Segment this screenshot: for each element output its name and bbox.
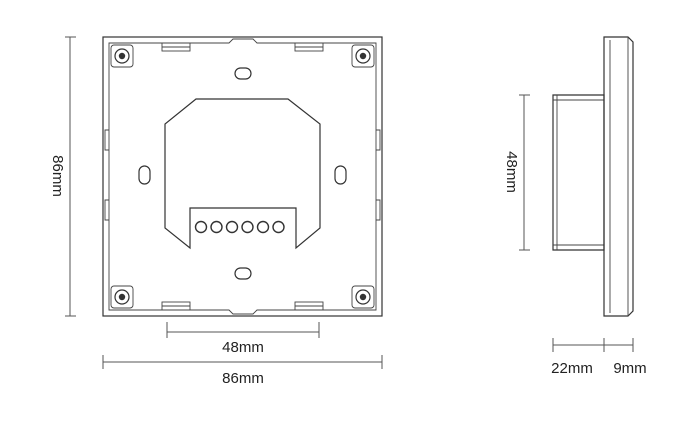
terminal-hole (225, 220, 239, 234)
left-notch-top (104, 129, 109, 151)
side-view (552, 36, 634, 317)
slot-top (234, 67, 252, 80)
outer-frame (102, 36, 383, 317)
corner-screw-top-right (351, 44, 375, 68)
side-plate (603, 36, 634, 317)
right-notch-top (376, 129, 381, 151)
front-dimensions: 86mm 48mm 86mm (49, 36, 383, 387)
inner-width-label: 48mm (222, 339, 264, 356)
side-module-body (552, 94, 605, 251)
terminal-hole (272, 220, 285, 234)
terminal-hole (256, 220, 270, 234)
terminal-hole (210, 220, 223, 234)
corner-screw-bottom-right (351, 285, 375, 309)
terminal-hole (194, 220, 208, 234)
front-view (102, 36, 383, 317)
corner-screw-bottom-left (110, 285, 134, 309)
bottom-clips (161, 301, 324, 311)
side-height-label: 48mm (503, 151, 520, 193)
top-clips (161, 42, 324, 52)
side-dimensions: 48mm 22mm 9mm (503, 94, 647, 377)
right-notch-bottom (376, 199, 381, 221)
terminal-hole (241, 220, 254, 234)
inner-frame (108, 38, 377, 315)
slot-right (334, 165, 347, 185)
slot-bottom (234, 267, 252, 280)
terminal-block (194, 220, 285, 234)
front-width-label: 86mm (222, 370, 264, 387)
slot-left (138, 165, 151, 185)
side-plate-label: 9mm (613, 360, 646, 377)
side-depth-label: 22mm (551, 360, 593, 377)
left-notch-bottom (104, 199, 109, 221)
corner-screw-top-left (110, 44, 134, 68)
front-height-label: 86mm (49, 155, 66, 197)
center-module (164, 98, 321, 250)
